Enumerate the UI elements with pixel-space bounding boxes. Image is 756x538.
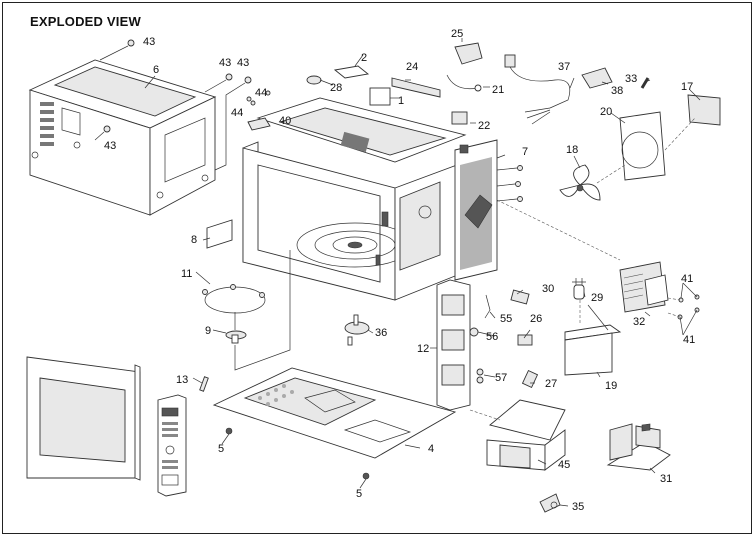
- label-28: 28: [330, 82, 342, 94]
- coupler-9: [225, 330, 247, 344]
- label-7: 7: [522, 146, 528, 158]
- label-21: 21: [492, 84, 504, 96]
- label-29: 29: [591, 292, 603, 304]
- label-43-top-left: 43: [143, 36, 155, 48]
- label-9: 9: [205, 325, 211, 337]
- lamp-socket-22: [451, 111, 468, 125]
- label-56: 56: [486, 331, 498, 343]
- label-11: 11: [181, 268, 192, 280]
- label-44-b: 44: [231, 107, 243, 119]
- diagram-title: EXPLODED VIEW: [30, 14, 141, 29]
- label-sheet-2: [333, 65, 370, 79]
- switch-holder-57: [476, 368, 484, 384]
- fan-blade-18: [559, 164, 601, 201]
- magnetron-32: [619, 261, 669, 313]
- leader-lines: [144, 38, 701, 507]
- label-6: 6: [153, 64, 159, 76]
- label-45: 45: [558, 459, 570, 471]
- label-41-top: 41: [681, 273, 693, 285]
- label-19: 19: [605, 380, 617, 392]
- capacitor-29: [572, 278, 586, 300]
- label-5-left: 5: [218, 443, 224, 455]
- thermostat-28: [306, 75, 322, 85]
- screw-43-top-right-2: [244, 76, 252, 84]
- label-43-b: 43: [237, 57, 249, 69]
- label-18: 18: [566, 144, 578, 156]
- inverter-case-45: [486, 399, 566, 471]
- label-sheet-8: [206, 219, 233, 249]
- screws-41: [667, 294, 700, 320]
- bracket-40: [247, 117, 271, 131]
- label-55: 55: [500, 313, 512, 325]
- label-26: 26: [530, 313, 542, 325]
- lever-56: [469, 327, 479, 337]
- label-40: 40: [279, 115, 291, 127]
- part-labels: 43 6 43 43 43 44 44 40 28 2 1 24 25 21 2…: [104, 28, 695, 513]
- label-17: 17: [681, 81, 693, 93]
- label-4: 4: [428, 443, 434, 455]
- foot-screw-5-left: [225, 427, 233, 435]
- outer-cabinet: [28, 59, 217, 216]
- label-35: 35: [572, 501, 584, 513]
- label-12: 12: [417, 343, 429, 355]
- door-hook-13: [199, 376, 209, 392]
- label-sheet-1: [369, 87, 391, 106]
- fan-duct-20: [619, 111, 666, 181]
- foot-screw-5-right: [362, 472, 370, 480]
- label-1: 1: [398, 95, 404, 107]
- label-30: 30: [542, 283, 554, 295]
- screws-44: [246, 90, 271, 106]
- label-24: 24: [406, 61, 418, 73]
- screw-43-top-right-1: [225, 73, 233, 81]
- turntable-motor-36: [344, 314, 370, 346]
- label-37: 37: [558, 61, 570, 73]
- oven-cavity: [242, 97, 467, 301]
- back-plate-screws: [496, 165, 523, 202]
- fuse-33: [640, 77, 650, 89]
- control-panel: [157, 394, 187, 497]
- label-8: 8: [191, 234, 197, 246]
- roller-ring-11: [202, 284, 266, 314]
- lamp-holder-24: [391, 77, 441, 98]
- label-5-right: 5: [356, 488, 362, 500]
- lamp-21: [446, 74, 482, 92]
- label-43-a: 43: [219, 57, 231, 69]
- base-plate-4: [212, 367, 457, 459]
- bracket-19: [564, 304, 622, 376]
- label-41-bottom: 41: [683, 334, 695, 346]
- power-cord-37: [504, 54, 571, 125]
- screw-43-top-left: [127, 39, 135, 47]
- noise-filter-38: [581, 67, 613, 89]
- door: [26, 356, 141, 481]
- label-38: 38: [611, 85, 623, 97]
- label-27: 27: [545, 378, 557, 390]
- label-43-side: 43: [104, 140, 116, 152]
- label-13: 13: [176, 374, 188, 386]
- label-44-a: 44: [255, 87, 267, 99]
- label-57: 57: [495, 372, 507, 384]
- label-36: 36: [375, 327, 387, 339]
- label-32: 32: [633, 316, 645, 328]
- label-25: 25: [451, 28, 463, 40]
- latch-lever-55: [484, 294, 491, 319]
- fan-motor-17: [687, 94, 721, 126]
- label-31: 31: [660, 473, 672, 485]
- label-33: 33: [625, 73, 637, 85]
- switch-30: [510, 289, 530, 305]
- thermal-cutout-35: [539, 493, 561, 513]
- label-2: 2: [361, 52, 367, 64]
- label-22: 22: [478, 120, 490, 132]
- micro-switch-26: [517, 334, 533, 346]
- micro-switch-27: [521, 369, 539, 389]
- back-plate: [454, 139, 498, 281]
- lamp-cover-25: [454, 42, 483, 65]
- inverter-pcb-31: [606, 423, 671, 471]
- latch-board-12: [436, 279, 471, 411]
- label-20: 20: [600, 106, 612, 118]
- screw-43-side: [103, 125, 111, 133]
